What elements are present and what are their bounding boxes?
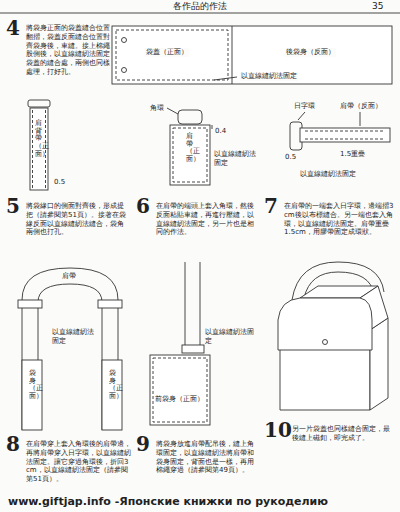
part-label: 肩帶: [62, 272, 76, 281]
stitch-line: [116, 30, 228, 80]
step-number: 8: [6, 434, 20, 454]
leader-line: [214, 77, 237, 80]
buckle: [98, 300, 122, 308]
front-bag-body: [150, 355, 210, 425]
step-number: 7: [264, 196, 278, 216]
note-label: 以直線縫紉法固定: [52, 328, 94, 346]
dimension-label: 1.5重疊: [340, 150, 365, 159]
note-label: 以直線縫紉法固定: [214, 150, 258, 168]
stitch-line: [153, 358, 207, 422]
shoulder-strap: [200, 262, 201, 345]
step-text: 在肩帶的一端套入日字環，邊端摺3cm後以布標縫合。另一端也套入角環，以直線縫紉法…: [284, 202, 394, 237]
stitch-line: [173, 128, 207, 182]
part-label: 前袋身（正面）: [155, 395, 204, 404]
part-label: 肩帶（反面）: [340, 102, 382, 111]
step-text: 將袋身放進肩帶配吊後，縫上角環固定，以直線縫紉法將肩帶和袋身固定，背面也是一樣，…: [156, 440, 258, 475]
page-number: 35: [372, 1, 383, 12]
step-text: 在肩帶穿上套入角環後的肩帶邊，再將肩帶穿入日字環，以直線縫紉法固定。讓它穿過角環…: [26, 440, 132, 484]
part-label: 後袋身（反面）: [285, 48, 336, 57]
panel-divider: [232, 26, 233, 84]
strap-tab: [170, 125, 210, 185]
ring: [182, 345, 204, 353]
leader-line: [167, 108, 178, 114]
stitch-line: [305, 131, 385, 132]
step-number: 5: [6, 196, 20, 216]
note-label: 以直線縫紉法固定: [205, 328, 257, 346]
note-label: 以直線縫紉法固定: [300, 170, 395, 179]
dimension-label: 0.5: [285, 153, 296, 162]
dimension-tick: [212, 125, 213, 129]
watermark: www.giftjap.info -Японские книжки по рук…: [8, 495, 394, 509]
ring: [178, 110, 202, 124]
buckle: [18, 300, 42, 308]
step-number: 4: [6, 18, 20, 38]
part-label: 肩背帶（正面）: [35, 120, 42, 158]
shoulder-strap: [185, 262, 186, 345]
part-label: 肩帶（正面）: [186, 133, 193, 164]
strap: [30, 108, 48, 190]
part-label: 日字環: [294, 102, 315, 111]
eyelet: [122, 38, 127, 43]
leader-line: [360, 112, 361, 126]
bag-body-panel: [112, 26, 392, 84]
part-label: 袋身（正面）: [109, 370, 116, 401]
step-number: 9: [136, 434, 150, 454]
step-number: 6: [136, 196, 150, 216]
step-text: 將袋身正面的袋蓋縫合位置翻摺，袋蓋反面縫合位置對齊袋身後，車縫。接上棉繩股側後，…: [26, 24, 110, 77]
eyelet: [122, 68, 127, 73]
stitch-line: [45, 110, 46, 188]
step-text: 另一片袋蓋也同樣縫合固定，最後縫上磁釦，即完成了。: [292, 425, 394, 443]
step-text: 在肩帶的端頭上套入角環，然後反面粘貼車縫，再進行壓縫，以直線縫紉法固定，另一片也…: [156, 202, 258, 237]
part-label: 袋身（正面）: [29, 370, 36, 401]
header-rule: [0, 13, 400, 14]
part-label: 角環: [150, 104, 164, 113]
shoulder-strap: [38, 284, 102, 430]
stitch-line: [305, 139, 385, 140]
leader-line: [298, 112, 305, 120]
ring: [28, 100, 50, 107]
dimension-label: 0.4: [215, 127, 226, 136]
note-label: 以直線縫紉法固定: [240, 72, 298, 81]
step-text: 將袋緣口的側面對齊後，形成提把（請參閱第51頁）。接著在袋緣反面以直線縫紉法縫合…: [26, 202, 130, 237]
dimension-label: 0.5: [54, 178, 65, 187]
stitch-line: [32, 110, 33, 188]
bag-flap: [278, 298, 372, 350]
magnetic-snap: [323, 340, 328, 345]
part-label: 袋蓋（正面）: [145, 48, 189, 57]
bag-side: [102, 360, 122, 430]
bag-side: [370, 318, 388, 410]
bag-side: [22, 360, 42, 430]
strap: [300, 128, 390, 142]
page-header: 各作品的作法: [100, 1, 300, 12]
step-number: 10: [264, 420, 292, 440]
